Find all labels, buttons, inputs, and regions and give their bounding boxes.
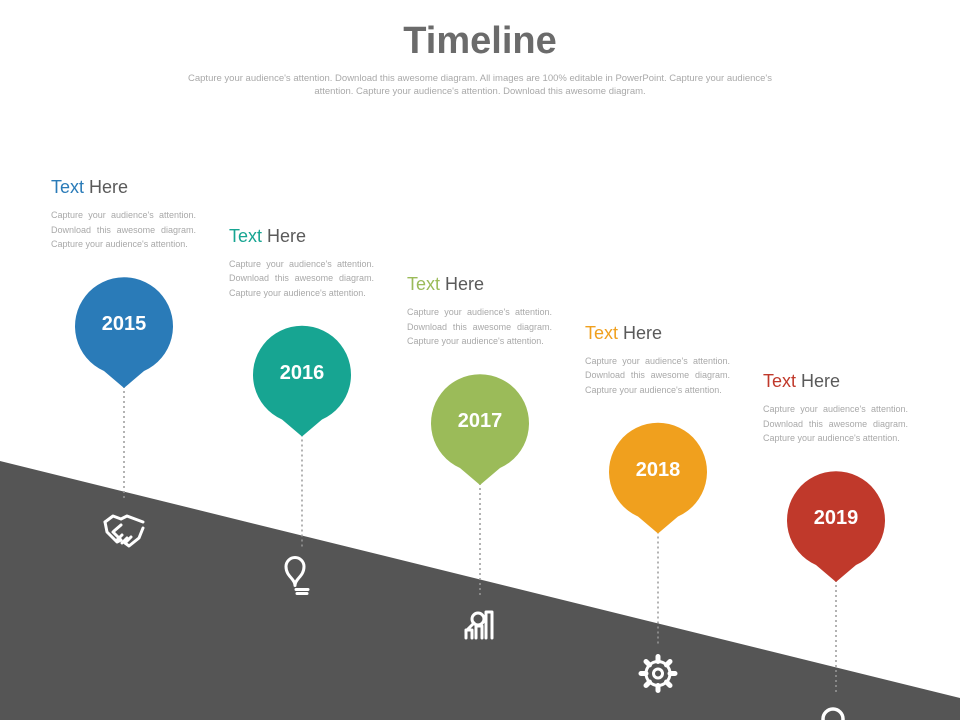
step-description: Capture your audience's attention. Downl… [585,355,730,395]
step-heading-rest: Here [440,274,485,294]
step-description: Capture your audience's attention. Downl… [51,210,196,249]
step-heading: Text Here [763,371,840,392]
year-label: 2015 [101,313,147,335]
step-heading-rest: Here [618,322,663,343]
year-marker-2016 [252,325,351,437]
year-label: 2017 [457,410,503,432]
year-marker-2017 [430,374,529,485]
step-heading: Text Here [229,226,306,247]
step-heading: Text Here [585,323,662,344]
growth-chart-icon [464,610,494,640]
step-description: Capture your audience's attention. Downl… [763,404,908,443]
step-heading-accent: Text [407,274,441,294]
step-heading-accent: Text [51,177,85,197]
step-description: Capture your audience's attention. Downl… [229,258,374,298]
step-heading-accent: Text [585,322,619,343]
year-marker-2018 [609,422,708,534]
search-icon [821,707,845,720]
step-heading-rest: Here [84,177,129,197]
ground-shape [0,461,960,720]
year-label: 2019 [813,507,859,529]
step-heading: Text Here [407,274,484,295]
step-heading-rest: Here [262,225,307,246]
page-subtitle: Capture your audience's attention. Downl… [188,73,772,97]
step-heading-accent: Text [763,371,797,391]
page-title: Timeline [403,20,557,62]
step-description: Capture your audience's attention. Downl… [407,307,552,346]
step-heading-accent: Text [229,225,263,246]
step-heading-rest: Here [796,371,841,391]
step-heading: Text Here [51,177,128,198]
lightbulb-icon [284,556,310,595]
handshake-icon [103,514,145,548]
year-label: 2016 [279,361,325,384]
year-marker-2019 [787,471,885,582]
year-marker-2015 [74,277,173,388]
gear-icon [638,654,678,693]
year-label: 2018 [635,458,681,481]
